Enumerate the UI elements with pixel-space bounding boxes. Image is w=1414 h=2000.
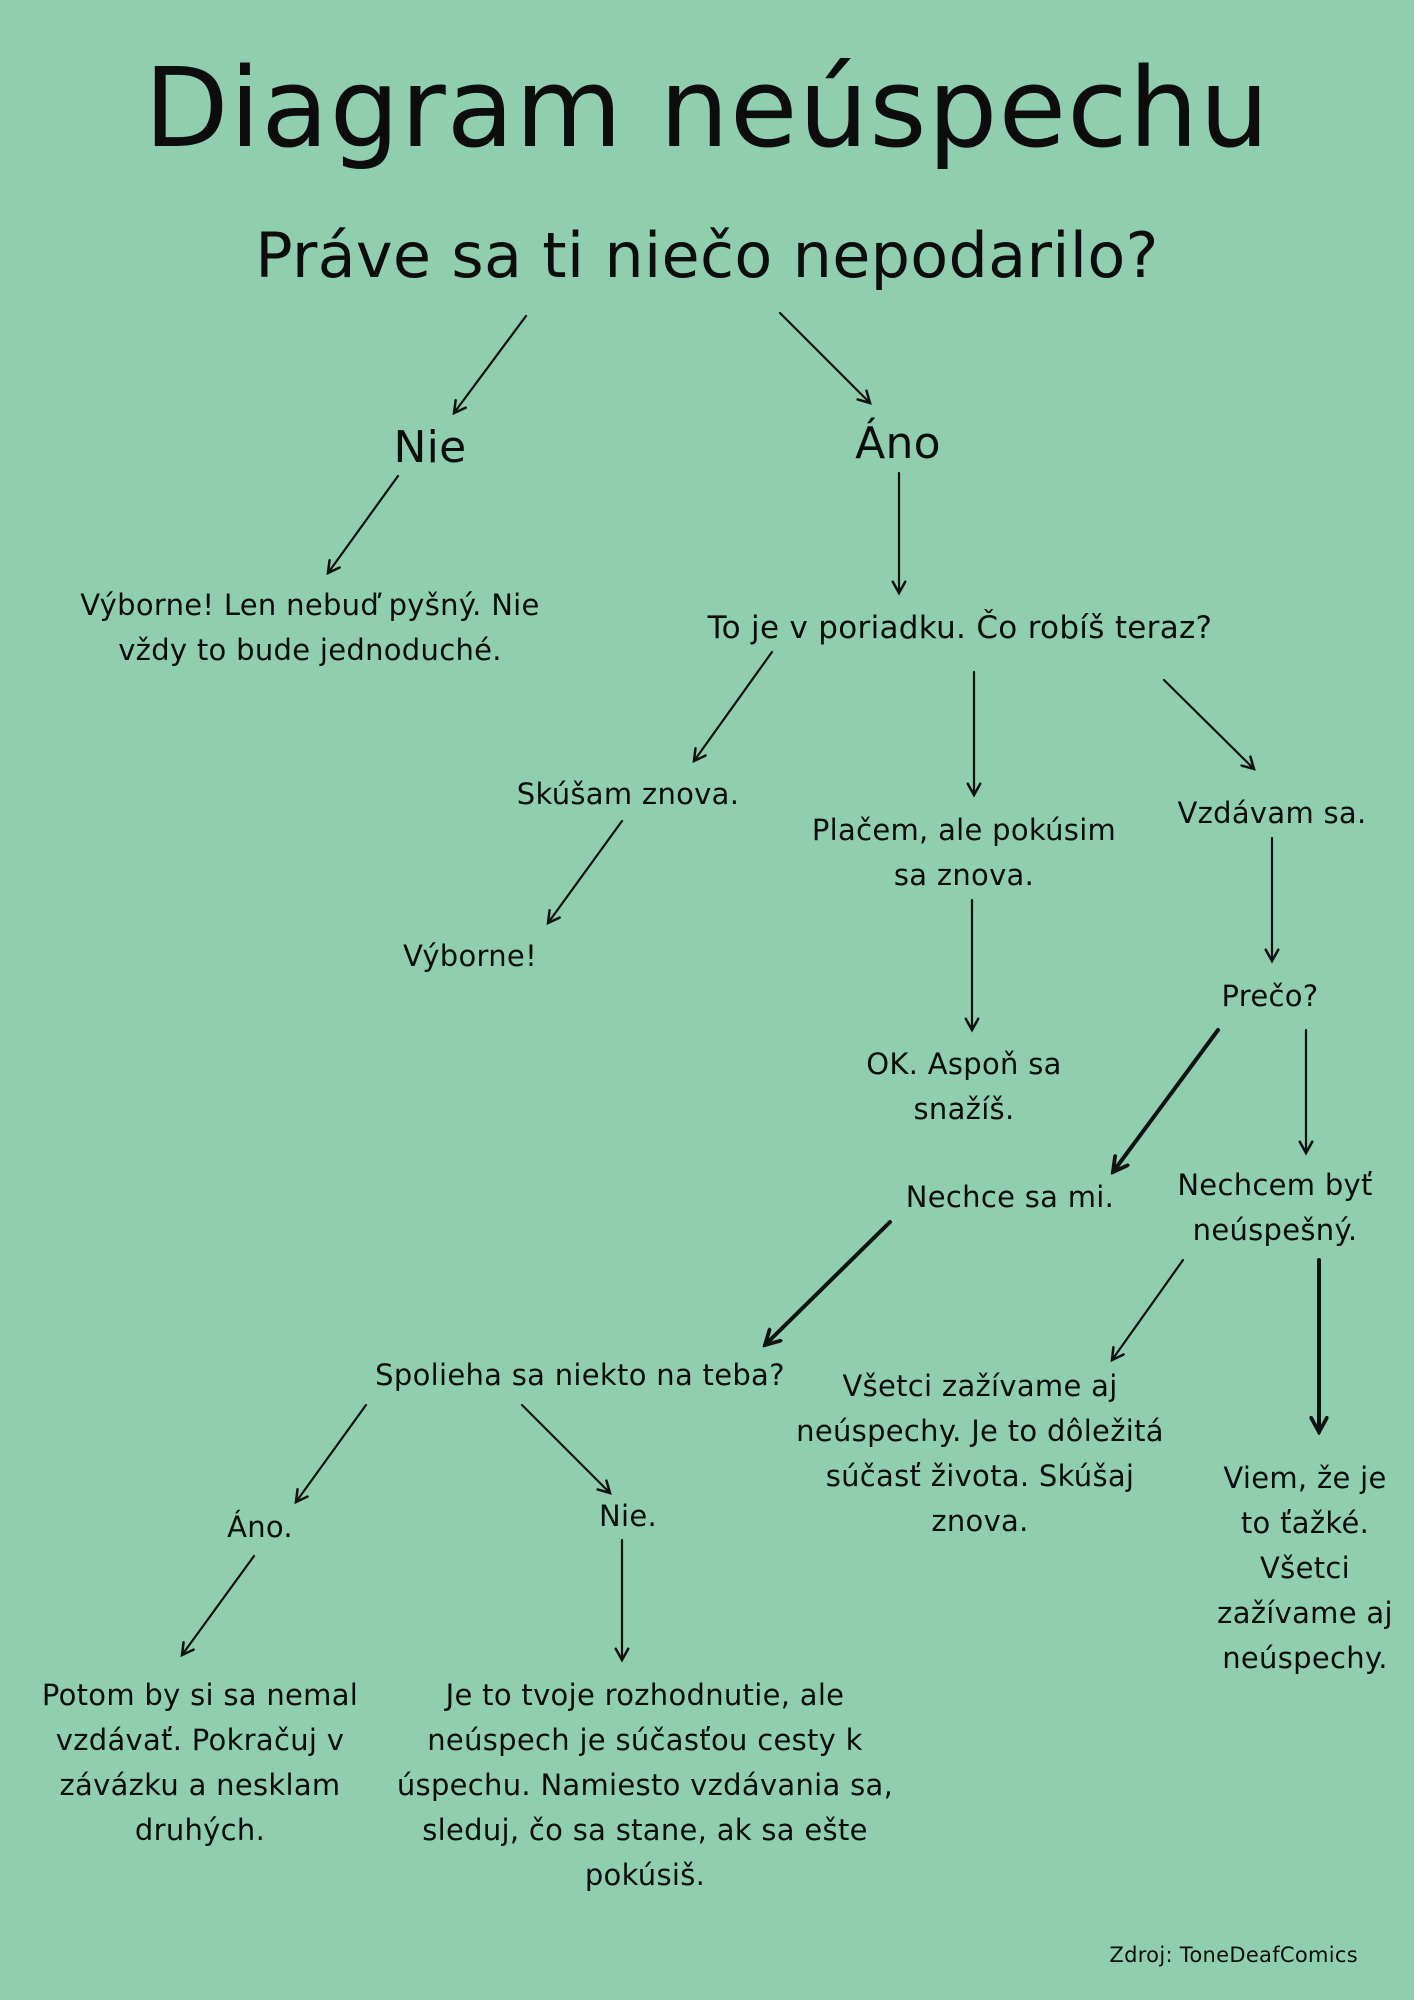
node-placem: Plačem, ale pokúsim sa znova.	[811, 813, 1117, 892]
node-viem-ze-je-to-tazke: Viem, že je to ťažké. Všetci zažívame aj…	[1217, 1461, 1393, 1675]
arrow-poriadku-to-skusam	[694, 650, 774, 761]
node-nie: Nie	[393, 422, 467, 473]
arrow-ano-to-potom	[182, 1554, 256, 1655]
arrow-spolieha-to-ano	[296, 1403, 368, 1502]
node-nechce-sa-mi: Nechce sa mi.	[905, 1180, 1115, 1214]
arrow-nechce-to-spolieha	[765, 1220, 892, 1345]
arrow-preco-to-nechce	[1113, 1028, 1220, 1172]
node-spolieha-sa: Spolieha sa niekto na teba?	[375, 1358, 785, 1392]
node-skusam-znova: Skúšam znova.	[516, 777, 740, 811]
node-vzdavam-sa: Vzdávam sa.	[1177, 796, 1367, 830]
arrow-spolieha-to-nie	[520, 1403, 610, 1493]
node-ok-snazis: OK. Aspoň sa snažíš.	[866, 1047, 1062, 1126]
node-nie-2: Nie.	[598, 1499, 657, 1533]
arrow-nie-to-vyborne-pysny	[328, 474, 400, 573]
node-ano-2: Áno.	[227, 1510, 293, 1544]
node-preco: Prečo?	[1221, 979, 1319, 1013]
arrow-skusam-to-vyborne	[548, 819, 624, 923]
node-nechcem-byt-neuspesny: Nechcem byť neúspešný.	[1177, 1168, 1373, 1247]
node-vyborne-pysny: Výborne! Len nebuď pyšný. Nie vždy to bu…	[80, 588, 540, 667]
node-to-je-v-poriadku: To je v poriadku. Čo robíš teraz?	[707, 610, 1213, 646]
start-question: Práve sa ti niečo nepodarilo?	[255, 219, 1159, 292]
source-credit: Zdroj: ToneDeafComics	[1109, 1943, 1358, 1967]
arrow-poriadku-to-vzdavam	[1162, 678, 1254, 769]
node-ano: Áno	[855, 418, 941, 469]
arrow-question-to-ano	[778, 311, 870, 403]
diagram-title: Diagram neúspechu	[143, 44, 1271, 172]
node-vyborne: Výborne!	[402, 939, 538, 973]
node-vsetci-zazivame: Všetci zažívame aj neúspechy. Je to dôle…	[796, 1369, 1164, 1538]
arrow-nechcem-to-vsetci	[1112, 1258, 1185, 1360]
node-je-to-tvoje-rozhodnutie: Je to tvoje rozhodnutie, ale neúspech je…	[396, 1678, 894, 1892]
node-potom-by-si: Potom by si sa nemal vzdávať. Pokračuj v…	[41, 1678, 359, 1847]
arrow-question-to-nie	[454, 314, 528, 413]
